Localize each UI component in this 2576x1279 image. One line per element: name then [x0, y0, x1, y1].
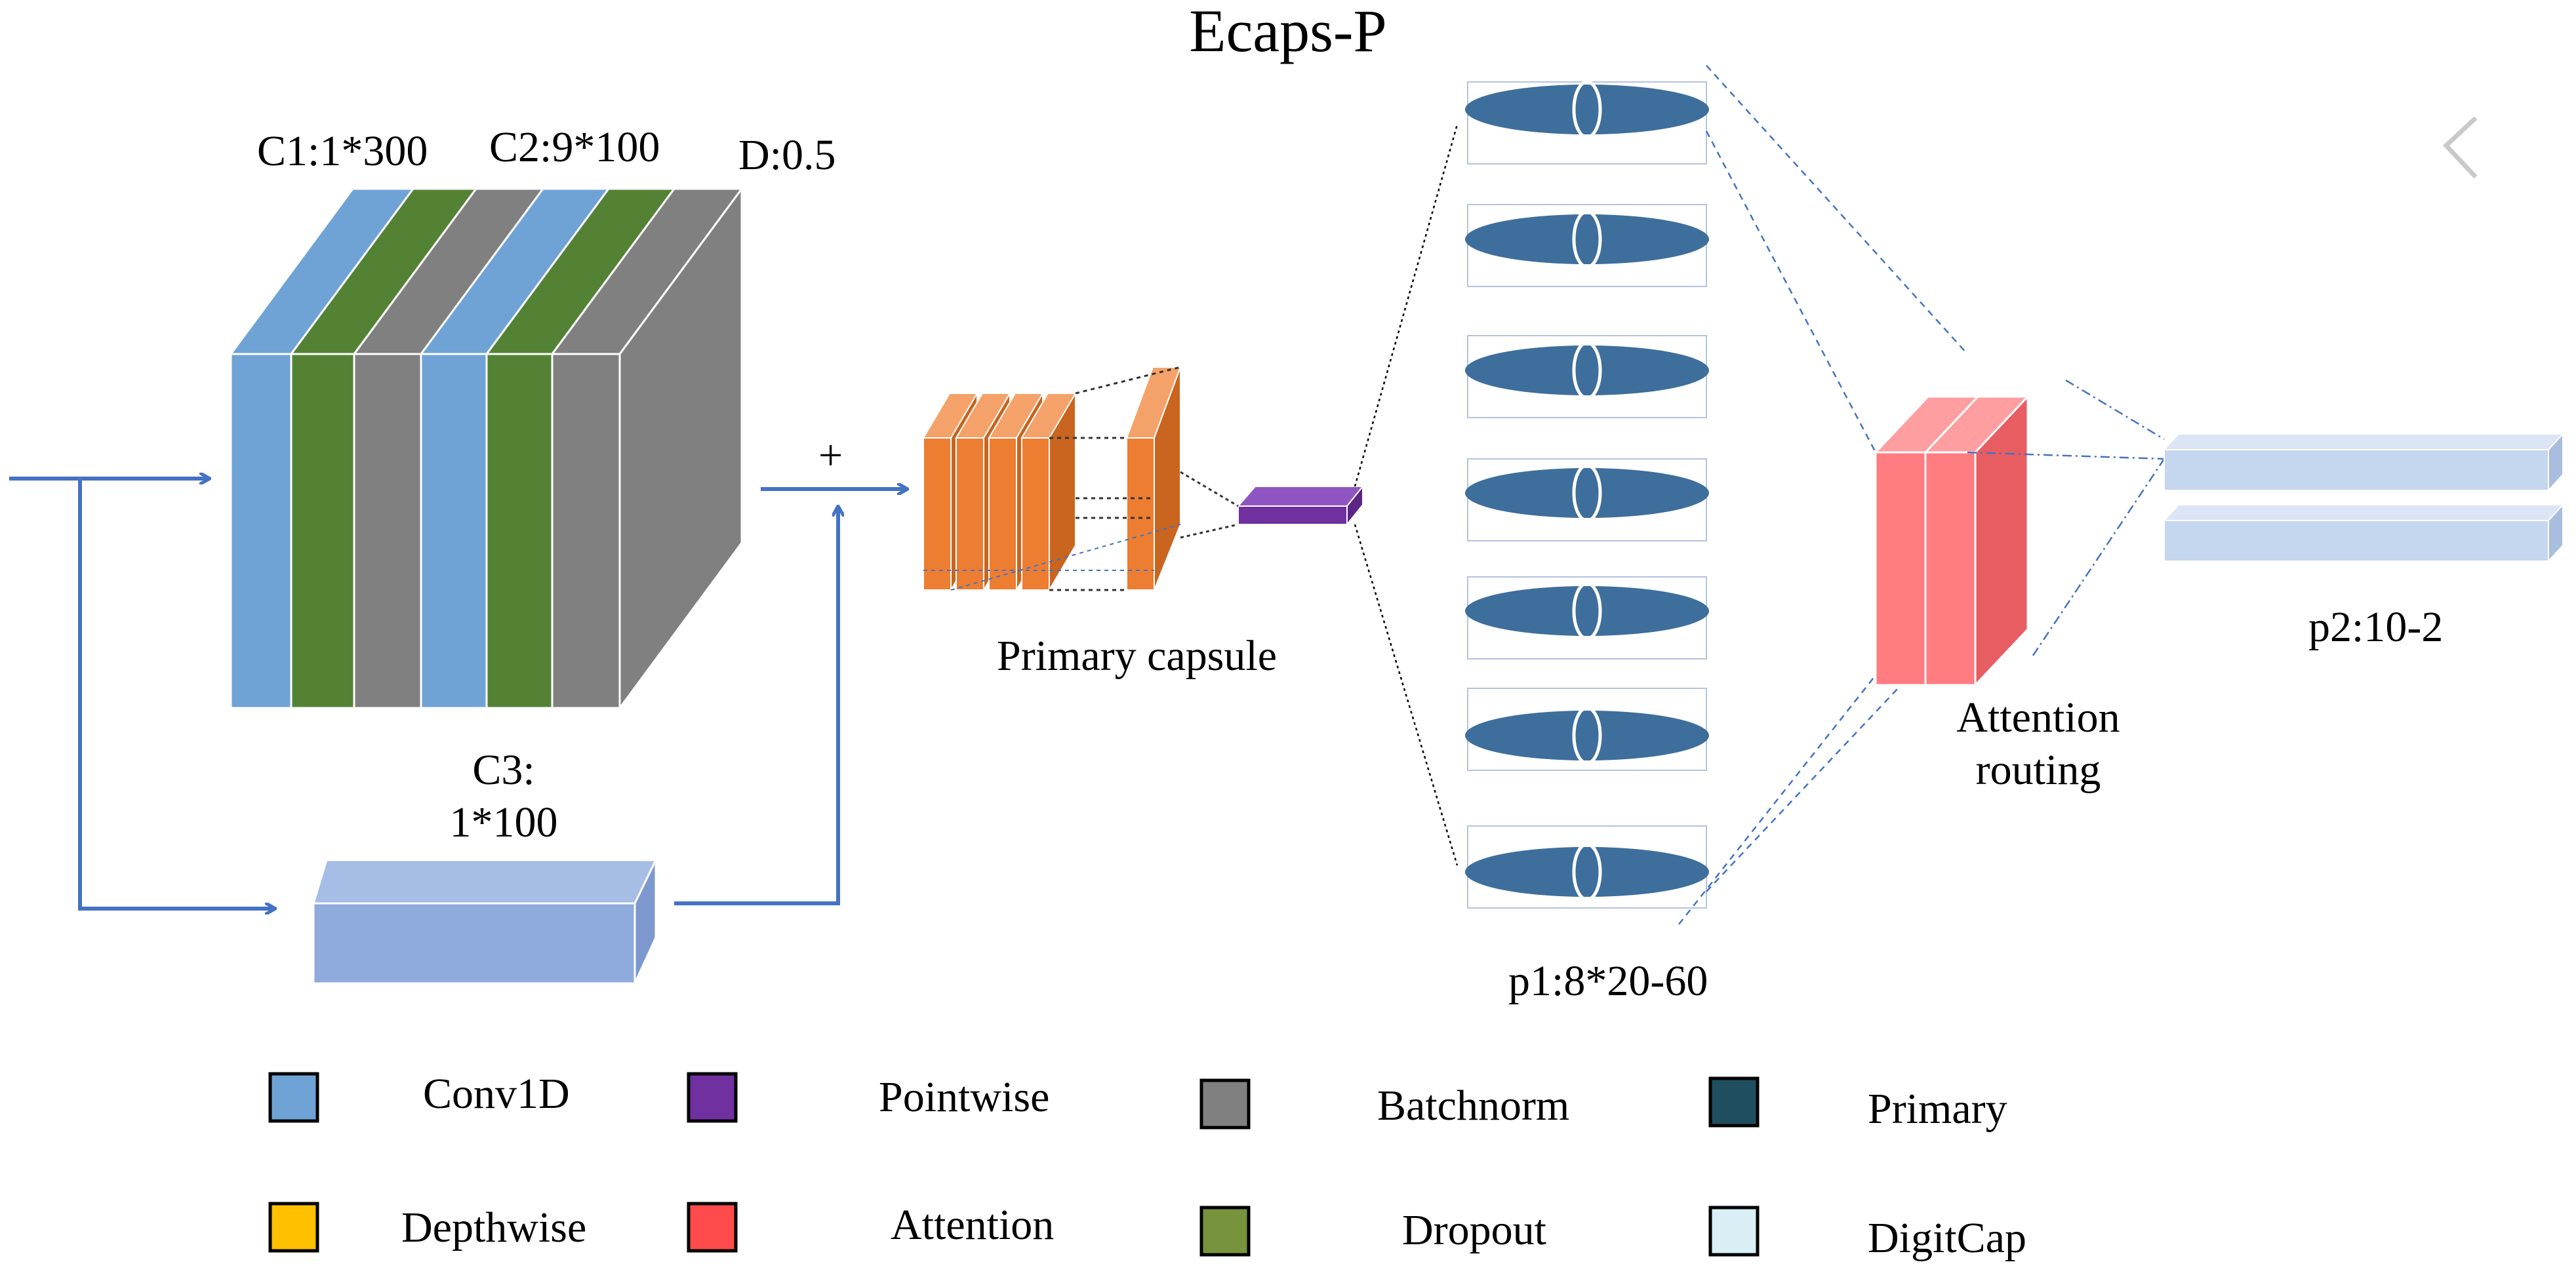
label-p1: p1:8*20-60 — [1508, 957, 1708, 1005]
legend-label-pointwise: Pointwise — [879, 1073, 1049, 1121]
layer-dropout1-front — [290, 353, 355, 709]
label-c3-line1: C3: — [472, 746, 534, 794]
legend-swatch-depthwise — [268, 1202, 319, 1253]
legend: Conv1D Pointwise Batchnorm Primary Depth… — [268, 1070, 2026, 1262]
pointwise-connectors — [1180, 471, 1239, 539]
label-c2: C2:9*100 — [489, 123, 660, 171]
legend-swatch-primary — [1708, 1076, 1760, 1128]
legend-swatch-attention — [687, 1202, 738, 1253]
legend-swatch-batchnorm — [1199, 1078, 1251, 1130]
diagram-title: Ecaps-P — [1189, 0, 1386, 64]
capsule-1 — [1465, 80, 1709, 165]
capsule-column — [1465, 80, 1709, 909]
legend-swatch-digitcap — [1708, 1206, 1760, 1257]
conv-layer-stack — [229, 186, 744, 711]
attention-slab-2 — [1923, 394, 2030, 688]
input-arrows — [9, 479, 908, 909]
pointwise-block — [1236, 484, 1365, 526]
legend-label-primary: Primary — [1868, 1085, 2007, 1133]
plus-sign: + — [818, 431, 843, 479]
layer-dropout2-front — [485, 353, 553, 709]
c3-output-arrow — [674, 506, 838, 905]
legend-swatch-dropout — [1199, 1206, 1251, 1257]
label-dropout: D:0.5 — [738, 131, 836, 179]
label-attention-line1: Attention — [1956, 694, 2120, 741]
layer-conv2-front — [420, 353, 488, 709]
primary-slab-4 — [1020, 391, 1077, 593]
layer-conv1-front — [230, 353, 292, 709]
legend-swatch-conv1d — [268, 1072, 319, 1123]
label-attention-line2: routing — [1976, 746, 2101, 794]
label-c1: C1:1*300 — [257, 127, 428, 175]
capsule-7 — [1465, 825, 1709, 909]
chevron-left-icon[interactable] — [2443, 116, 2478, 179]
attention-top-cap — [1874, 396, 1980, 453]
attention-block — [1873, 394, 2030, 688]
legend-label-batchnorm: Batchnorm — [1377, 1082, 1569, 1130]
capsule-5 — [1465, 576, 1709, 659]
capsule-3 — [1465, 335, 1709, 418]
legend-label-conv1d: Conv1D — [423, 1070, 570, 1118]
legend-label-dropout: Dropout — [1402, 1206, 1546, 1254]
digitcap-bars — [2162, 432, 2565, 563]
digitcap-bar-1 — [2162, 432, 2565, 492]
skip-branch-arrow — [78, 479, 275, 909]
digitcap-connectors — [1967, 379, 2165, 656]
primary-slab-base — [923, 524, 1181, 591]
layer-bn1-front — [353, 353, 422, 709]
primary-slab-5 — [1125, 366, 1182, 591]
legend-label-attention: Attention — [891, 1201, 1054, 1249]
label-p2: p2:10-2 — [2308, 603, 2443, 651]
capsule-fanout — [1354, 124, 1459, 866]
digitcap-bar-2 — [2162, 503, 2565, 563]
legend-label-depthwise: Depthwise — [401, 1204, 586, 1251]
legend-label-digitcap: DigitCap — [1868, 1214, 2026, 1262]
label-primary-capsule: Primary capsule — [997, 632, 1277, 680]
capsule-4 — [1465, 458, 1709, 541]
capsule-6 — [1465, 688, 1709, 771]
primary-capsule-block — [922, 366, 1182, 593]
label-c3-line2: 1*100 — [450, 798, 558, 846]
primary-slab-connectors — [1049, 366, 1181, 591]
layer-bn2-front — [551, 353, 621, 709]
c3-block — [312, 859, 658, 985]
capsule-2 — [1465, 204, 1709, 287]
legend-swatch-pointwise — [687, 1072, 738, 1123]
